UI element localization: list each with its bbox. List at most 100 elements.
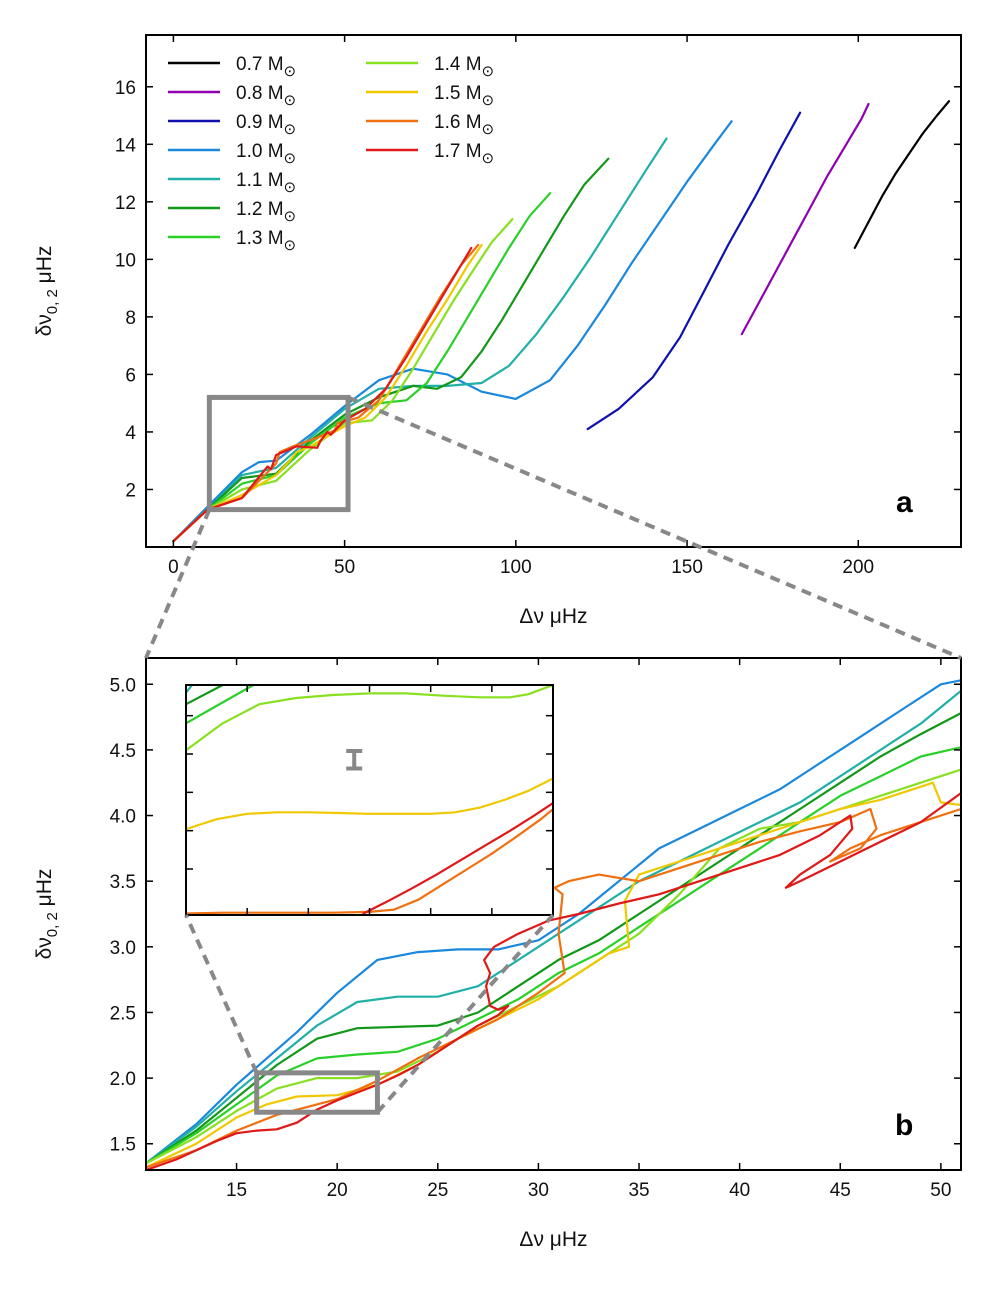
legend-label: 1.1 M⊙	[236, 170, 296, 196]
panel-b-xtick-label: 30	[528, 1180, 549, 1201]
inset-series-line-1p3M	[186, 685, 255, 725]
panel-a-series-line-1p7M	[172, 246, 473, 543]
legend-label: 1.4 M⊙	[434, 54, 494, 80]
panel-b-xtick-label: 20	[327, 1180, 348, 1201]
panel-a-legend: 0.7 M⊙0.8 M⊙0.9 M⊙1.0 M⊙1.1 M⊙1.2 M⊙1.3 …	[168, 54, 494, 254]
sun-symbol-icon: ⊙	[482, 63, 495, 80]
legend-label: 1.2 M⊙	[236, 199, 296, 225]
legend-label-text: 1.7 M	[434, 141, 482, 162]
panel-a-y-axis-label-main: δν	[33, 314, 56, 336]
panel-a-ytick-label: 4	[125, 423, 136, 444]
sun-symbol-icon: ⊙	[284, 92, 297, 109]
legend-item: 1.0 M⊙	[168, 141, 296, 167]
panel-b-y-axis-label: δν0, 2 μHz	[33, 869, 61, 960]
legend-item: 1.5 M⊙	[366, 83, 494, 109]
panel-a-ytick-label: 16	[115, 78, 136, 99]
panel-b-x-axis-label: Δν μHz	[519, 1228, 587, 1251]
sun-symbol-icon: ⊙	[482, 92, 495, 109]
legend-label-text: 1.5 M	[434, 83, 482, 104]
legend-item: 1.7 M⊙	[366, 141, 494, 167]
panel-a-ytick-label: 12	[115, 193, 136, 214]
inset-series-line-1p6M	[186, 808, 553, 915]
panel-a-series-line-0p9M	[586, 111, 802, 431]
legend-label-text: 1.2 M	[236, 199, 284, 220]
connector-b-to-inset-right	[375, 913, 555, 1114]
legend-item: 0.8 M⊙	[168, 83, 296, 109]
panel-a-y-axis-label-sub: 0, 2	[44, 289, 61, 314]
panel-b-y-axis-label-sub: 0, 2	[44, 912, 61, 937]
panel-b-y-axis-label-unit: μHz	[33, 869, 56, 913]
sun-symbol-icon: ⊙	[482, 121, 495, 138]
panel-b-series-line-1p5M	[146, 781, 961, 1169]
sun-symbol-icon: ⊙	[284, 63, 297, 80]
panel-b-xtick-label: 35	[628, 1180, 649, 1201]
legend-label: 1.3 M⊙	[236, 228, 296, 254]
zoom-connectors-layer	[144, 395, 962, 1114]
panel-a-series-line-1p5M	[172, 243, 483, 543]
panel-b-ytick-label: 5.0	[110, 675, 136, 696]
legend-label: 0.7 M⊙	[236, 54, 296, 80]
panel-b-letter: b	[895, 1109, 913, 1142]
legend-label-text: 0.9 M	[236, 112, 284, 133]
panel-a-series-line-1p0M	[172, 120, 733, 543]
panel-a-ytick-label: 8	[125, 308, 136, 329]
legend-label-text: 1.0 M	[236, 141, 284, 162]
panel-a-ytick-label: 10	[115, 250, 136, 271]
legend-label-text: 0.8 M	[236, 83, 284, 104]
panel-a-xtick-label: 100	[500, 557, 532, 578]
legend-label-text: 1.6 M	[434, 112, 482, 133]
sun-symbol-icon: ⊙	[284, 208, 297, 225]
connector-a-to-b-right	[347, 395, 962, 660]
legend-label: 0.9 M⊙	[236, 112, 296, 138]
legend-label-text: 1.4 M	[434, 54, 482, 75]
legend-item: 1.4 M⊙	[366, 54, 494, 80]
legend-item: 0.7 M⊙	[168, 54, 296, 80]
panel-b-xtick-label: 15	[226, 1180, 247, 1201]
legend-label: 1.7 M⊙	[434, 141, 494, 167]
panel-b-ytick-label: 2.0	[110, 1069, 136, 1090]
panel-a-xtick-label: 200	[842, 557, 874, 578]
panel-a-xtick-label: 50	[334, 557, 355, 578]
panel-b-series-line-1p2M	[146, 711, 961, 1165]
sun-symbol-icon: ⊙	[284, 179, 297, 196]
panel-a-series-line-1p6M	[172, 243, 480, 543]
panel-a-ytick-label: 2	[125, 480, 136, 501]
panel-b-series-line-1p6M	[146, 807, 961, 1169]
legend-label-text: 1.3 M	[236, 228, 284, 249]
panel-a-ytick-label: 6	[125, 365, 136, 386]
legend-label: 1.5 M⊙	[434, 83, 494, 109]
legend-label: 0.8 M⊙	[236, 83, 296, 109]
panel-b-xtick-label: 40	[729, 1180, 750, 1201]
panel-b-ytick-label: 1.5	[110, 1135, 136, 1156]
panel-a-xtick-label: 0	[168, 557, 179, 578]
panel-b-xtick-label: 25	[427, 1180, 448, 1201]
panel-a-frame	[145, 34, 962, 548]
sun-symbol-icon: ⊙	[482, 150, 495, 167]
panel-b-y-axis-label-main: δν	[33, 937, 56, 959]
sun-symbol-icon: ⊙	[284, 150, 297, 167]
inset-series-line-1p5M	[186, 777, 553, 831]
inset-series-line-1p4M	[186, 685, 553, 752]
legend-label: 1.0 M⊙	[236, 141, 296, 167]
panel-b-series-line-1p7M	[146, 792, 961, 1170]
panel-b-zoom-box	[254, 1070, 380, 1115]
sun-symbol-icon: ⊙	[284, 121, 297, 138]
panel-b-series-line-1p3M	[146, 746, 961, 1165]
panel-a-series-line-0p8M	[740, 102, 870, 336]
panel-b-xtick-label: 50	[930, 1180, 951, 1201]
panel-b-ytick-label: 3.0	[110, 938, 136, 959]
inset-series-line-1p1M	[186, 685, 194, 694]
legend-label-text: 0.7 M	[236, 54, 284, 75]
inset-series-group	[186, 685, 553, 915]
legend-item: 1.2 M⊙	[168, 199, 296, 225]
panel-b-ytick-label: 4.5	[110, 741, 136, 762]
panel-a-zoom-box	[206, 394, 351, 513]
panel-b-ytick-label: 3.5	[110, 872, 136, 893]
legend-item: 0.9 M⊙	[168, 112, 296, 138]
panel-a-series-line-1p3M	[172, 192, 552, 543]
inset-series-line-1p2M	[186, 685, 224, 706]
panel-b-xtick-label: 45	[830, 1180, 851, 1201]
